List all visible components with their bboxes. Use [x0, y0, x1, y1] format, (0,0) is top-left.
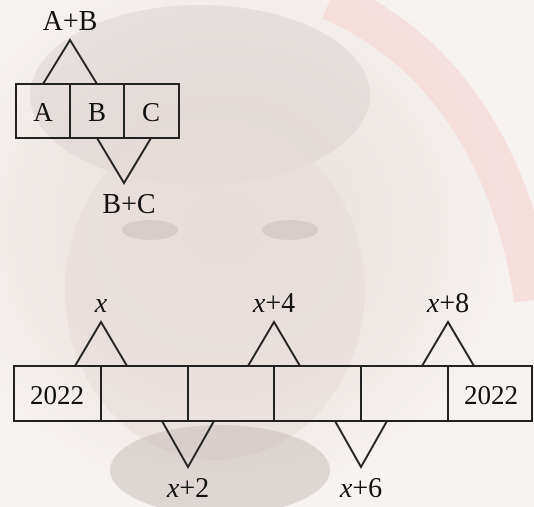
cell-2022-right: 2022 — [464, 380, 518, 410]
cell-a: A — [33, 97, 53, 127]
label-b-plus-c: B+C — [102, 189, 155, 220]
diagram-2022-strip: 2022 2022 x x+4 x+8 x+2 x+6 — [14, 288, 532, 504]
diagram-abc: A+B A B C B+C — [16, 6, 179, 220]
top-triangle-2 — [248, 322, 300, 366]
top-triangle-3 — [422, 322, 474, 366]
cell-2022-left: 2022 — [30, 380, 84, 410]
top-triangle-1 — [75, 322, 127, 366]
top-triangle-ab — [43, 40, 97, 84]
bottom-triangle-bc — [97, 138, 151, 183]
label-a-plus-b: A+B — [43, 6, 98, 37]
label-x-plus-6: x+6 — [339, 473, 382, 504]
label-x-plus-2: x+2 — [166, 473, 209, 504]
label-x-plus-8: x+8 — [426, 288, 469, 319]
cell-b: B — [88, 97, 106, 127]
cell-c: C — [142, 97, 160, 127]
bottom-triangle-2 — [335, 421, 387, 467]
label-x: x — [94, 288, 108, 319]
bottom-triangle-1 — [162, 421, 214, 467]
label-x-plus-4: x+4 — [252, 288, 295, 319]
